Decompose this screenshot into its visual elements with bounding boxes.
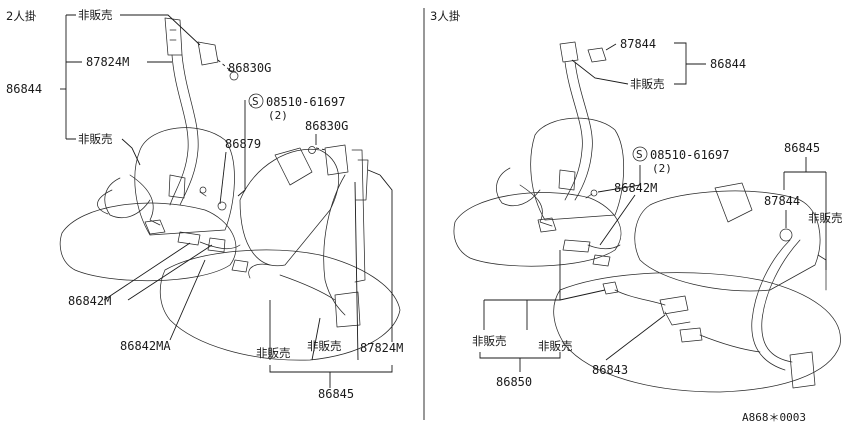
label-86844-right: 86844 [710, 57, 746, 71]
front-seat-right [453, 117, 624, 267]
left-leaders [60, 14, 393, 388]
label-87844-right: 87844 [764, 194, 800, 208]
upper-belt-left [129, 17, 239, 235]
label-hihanbai-b2-right: 非販売 [538, 339, 573, 353]
svg-text:S: S [636, 148, 643, 161]
label-86842m-right: 86842M [614, 181, 657, 195]
rear-belt-left [248, 144, 369, 328]
label-86830g-a: 86830G [228, 61, 271, 75]
label-86845-left: 86845 [318, 387, 354, 401]
label-hihanbai-top-left: 非販売 [78, 8, 113, 22]
svg-text:S: S [252, 95, 259, 108]
label-87824m-right: 87824M [360, 341, 403, 355]
label-87844-top: 87844 [620, 37, 656, 51]
label-hihanbai-mid-left: 非販売 [78, 132, 113, 146]
label-bolt-right: 08510-61697 [650, 148, 729, 162]
left-panel-title: 2人掛 [6, 9, 37, 23]
label-86844-left: 86844 [6, 82, 42, 96]
rear-seat-left [159, 147, 401, 361]
label-86843: 86843 [592, 363, 628, 377]
bolt-symbol-icon-right: S [632, 146, 648, 162]
label-87824m-left: 87824M [86, 55, 129, 69]
label-86850: 86850 [496, 375, 532, 389]
label-86842m-left: 86842M [68, 294, 111, 308]
label-hihanbai-right: 非販売 [808, 211, 843, 225]
label-bolt-qty-right: (2) [652, 162, 672, 175]
label-86879: 86879 [225, 137, 261, 151]
right-leaders [479, 42, 827, 372]
label-86830g-b: 86830G [305, 119, 348, 133]
right-panel: 3人掛 [430, 9, 843, 393]
label-86842ma: 86842MA [120, 339, 171, 353]
left-panel: 2人掛 [6, 8, 403, 401]
front-seat-left [59, 127, 237, 282]
rear-belt-right [699, 239, 827, 389]
right-panel-title: 3人掛 [430, 9, 461, 23]
label-hihanbai-top-right: 非販売 [630, 77, 665, 91]
diagram-code: A868＊0003 [742, 411, 806, 424]
upper-belt-right [519, 41, 607, 233]
label-hihanbai-b1-left: 非販売 [256, 346, 291, 360]
label-bolt-qty-left: (2) [268, 109, 288, 122]
bolt-symbol-icon: S [248, 93, 264, 109]
label-86845-right: 86845 [784, 141, 820, 155]
rear-seat-right [553, 182, 841, 393]
label-hihanbai-b2-left: 非販売 [307, 339, 342, 353]
label-hihanbai-b1-right: 非販売 [472, 334, 507, 348]
label-bolt-left: 08510-61697 [266, 95, 345, 109]
